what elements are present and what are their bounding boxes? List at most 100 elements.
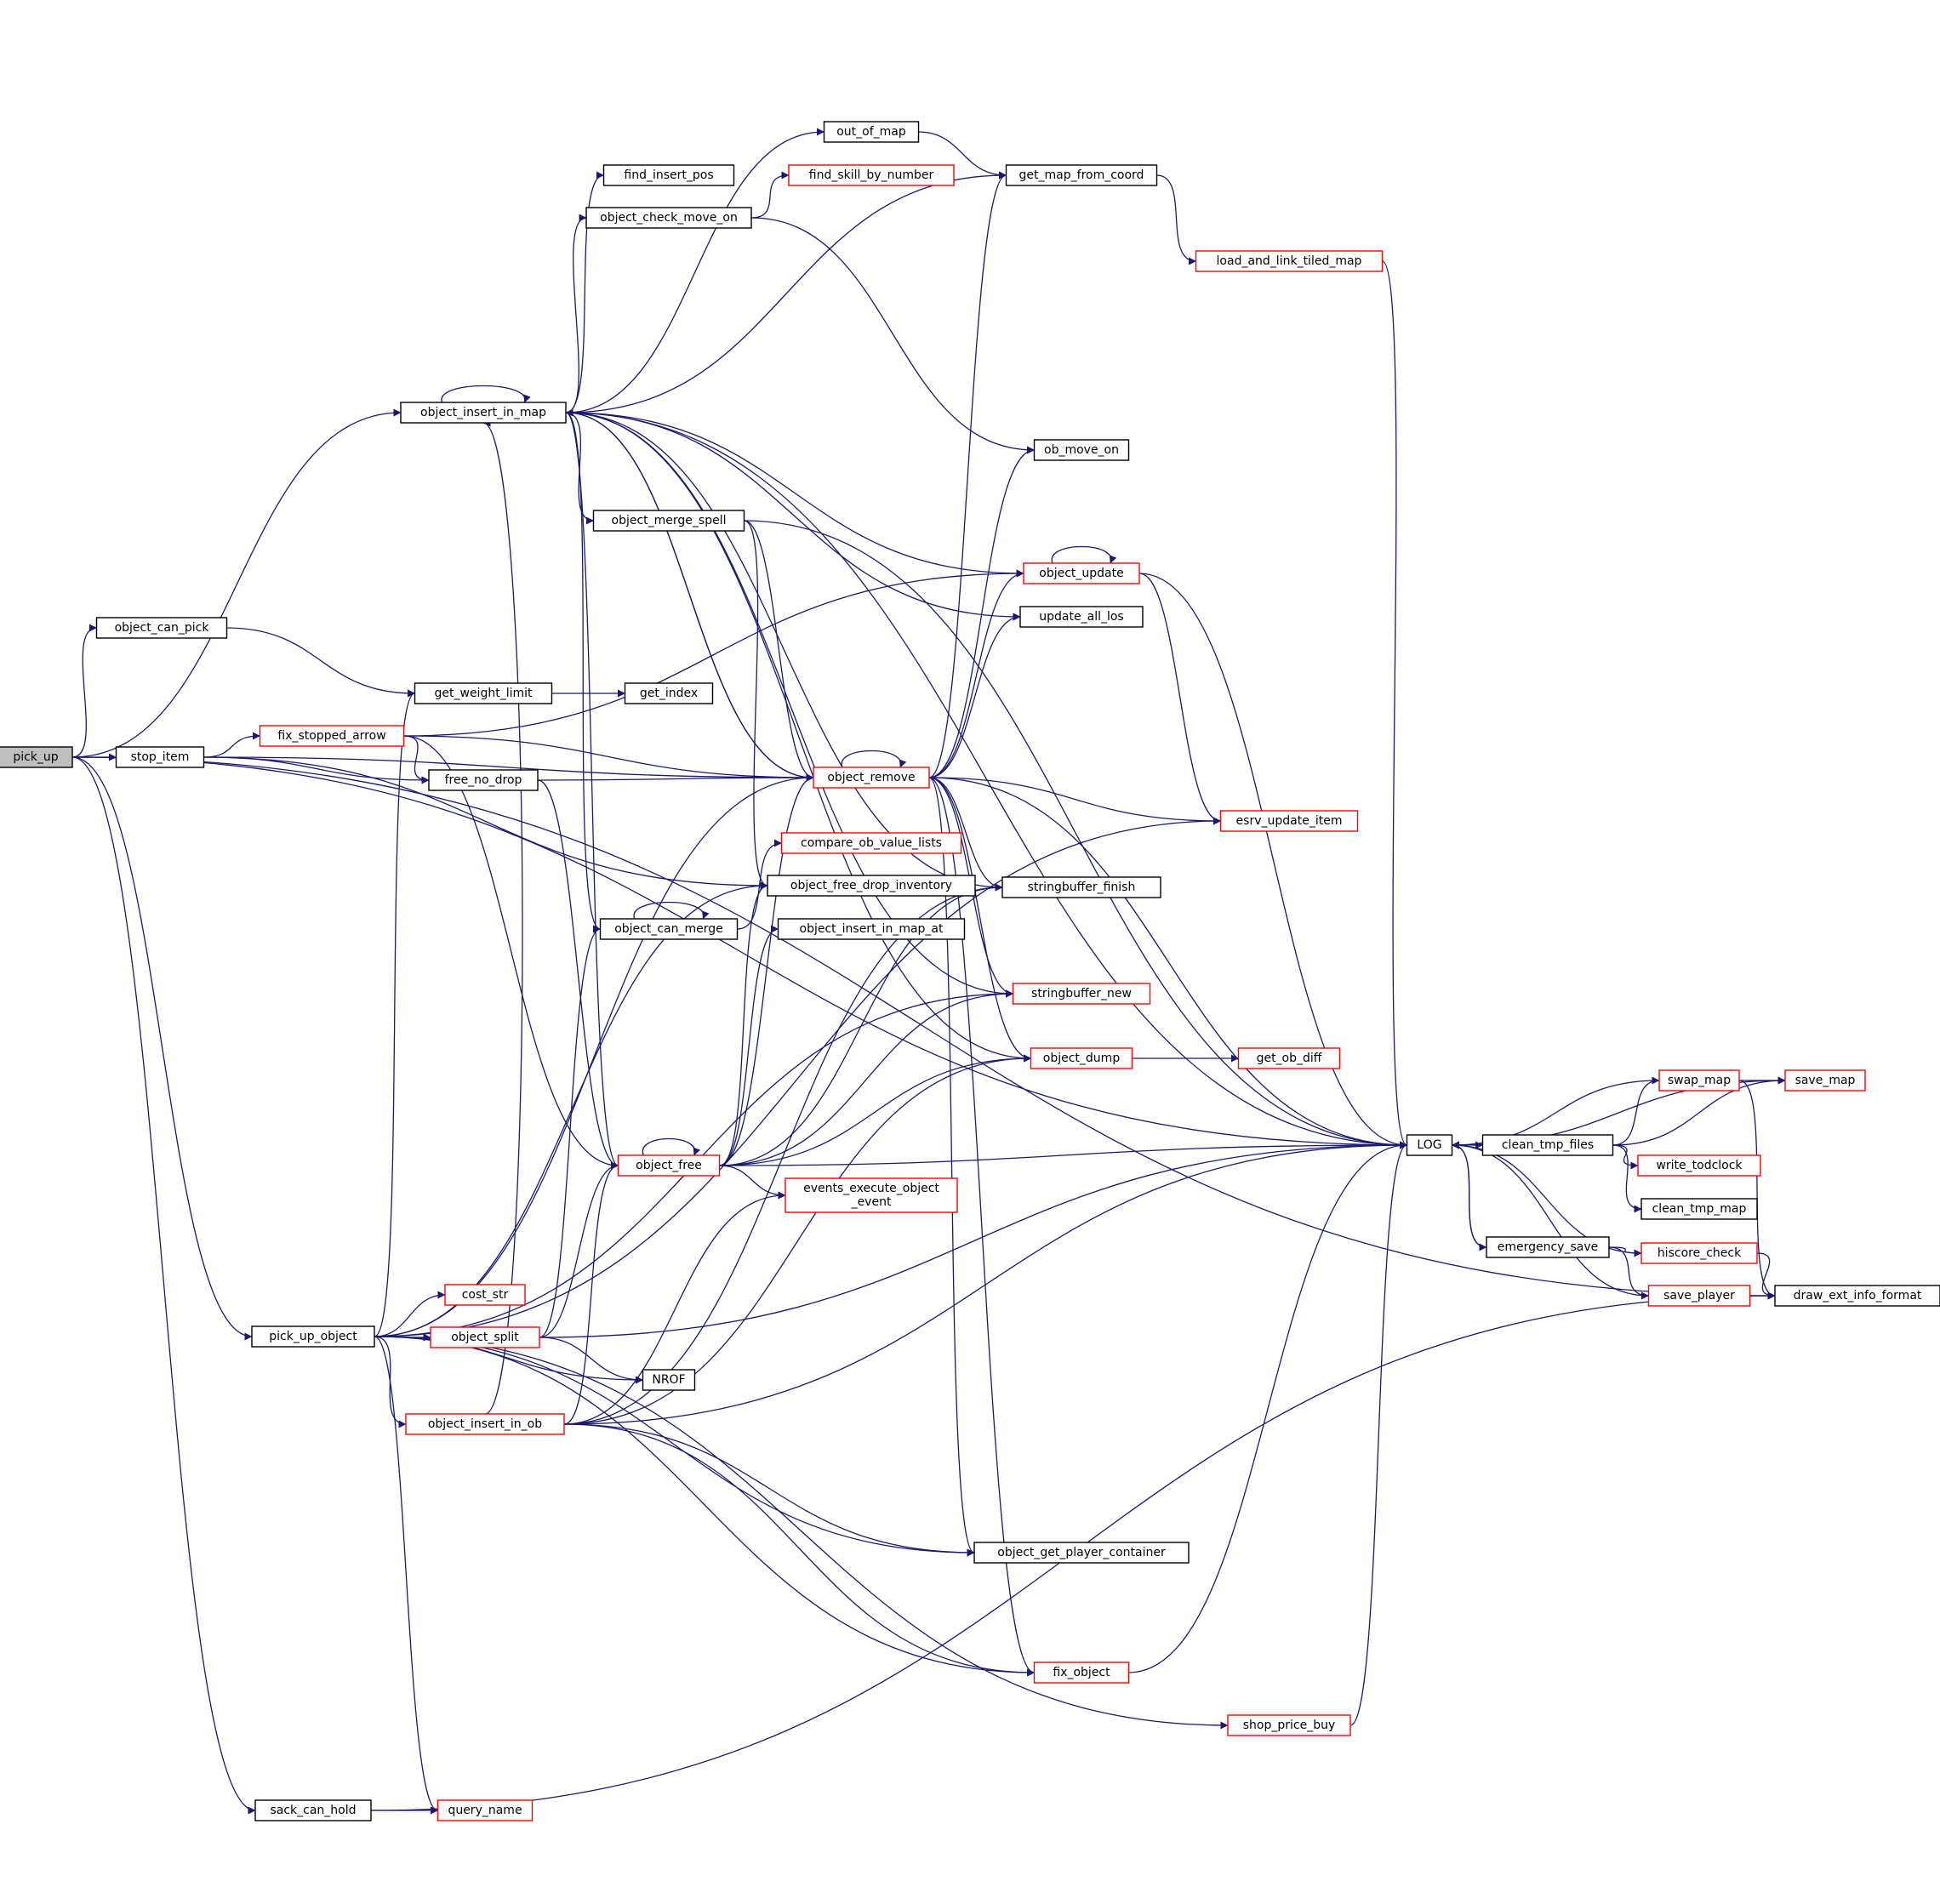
node-free-no-drop[interactable]: free_no_drop bbox=[428, 769, 539, 791]
node-stop-item[interactable]: stop_item bbox=[115, 746, 205, 768]
node-sack-can-hold[interactable]: sack_can_hold bbox=[254, 1799, 372, 1821]
node-object-insert-in-map[interactable]: object_insert_in_map bbox=[400, 402, 567, 424]
node-object-free[interactable]: object_free bbox=[617, 1154, 721, 1177]
node-label: object_insert_in_map_at bbox=[800, 922, 944, 936]
node-draw-ext-info-format[interactable]: draw_ext_info_format bbox=[1774, 1285, 1940, 1307]
node-pick-up-object[interactable]: pick_up_object bbox=[251, 1325, 375, 1348]
node-save-player[interactable]: save_player bbox=[1647, 1285, 1751, 1307]
edge-object-split-to-object-can-merge bbox=[539, 925, 601, 1338]
node-box bbox=[1019, 606, 1144, 628]
edge-object-can-pick-to-get-weight-limit bbox=[226, 627, 415, 698]
node-get-weight-limit[interactable]: get_weight_limit bbox=[414, 682, 553, 704]
node-object-dump[interactable]: object_dump bbox=[1030, 1047, 1133, 1069]
node-label: get_index bbox=[640, 687, 698, 700]
node-write-todclock[interactable]: write_todclock bbox=[1637, 1154, 1761, 1177]
node-label: fix_object bbox=[1053, 1666, 1110, 1679]
node-get-map-from-coord[interactable]: get_map_from_coord bbox=[1005, 164, 1158, 186]
node-box bbox=[642, 1369, 696, 1391]
node-get-ob-diff[interactable]: get_ob_diff bbox=[1237, 1047, 1341, 1069]
node-object-remove[interactable]: object_remove bbox=[813, 767, 930, 789]
edge-object-check-move-on-to-ob-move-on bbox=[750, 217, 1035, 454]
node-label: object_free_drop_inventory bbox=[790, 879, 952, 892]
node-fix-stopped-arrow[interactable]: fix_stopped_arrow bbox=[259, 725, 405, 747]
node-label: object_free bbox=[636, 1159, 702, 1172]
node-pick-up[interactable]: pick_up bbox=[0, 746, 73, 768]
node-box bbox=[254, 1799, 372, 1821]
node-box bbox=[617, 1154, 721, 1177]
node-object-free-drop-inventory[interactable]: object_free_drop_inventory bbox=[767, 875, 976, 897]
edge-object-insert-in-map-to-object-dump bbox=[565, 412, 1031, 1063]
node-emergency-save[interactable]: emergency_save bbox=[1486, 1236, 1610, 1258]
node-box bbox=[1033, 439, 1130, 461]
edge-object-split-to-NROF bbox=[539, 1337, 643, 1384]
edge-object-remove-to-esrv-update-item bbox=[928, 777, 1221, 825]
node-box bbox=[777, 918, 966, 940]
node-box bbox=[1640, 1242, 1758, 1264]
edge-object-insert-in-map-to-stringbuffer-finish bbox=[565, 412, 1003, 892]
node-clean-tmp-files[interactable]: clean_tmp_files bbox=[1481, 1134, 1614, 1156]
edge-object-free-to-object-free-drop-inventory bbox=[719, 881, 768, 1166]
node-box bbox=[1195, 250, 1384, 272]
node-stringbuffer-new[interactable]: stringbuffer_new bbox=[1012, 983, 1151, 1005]
node-object-merge-spell[interactable]: object_merge_spell bbox=[592, 510, 745, 532]
node-label: object_merge_spell bbox=[612, 514, 727, 527]
node-object-get-player-container[interactable]: object_get_player_container bbox=[973, 1542, 1190, 1564]
node-label: clean_tmp_files bbox=[1502, 1138, 1594, 1152]
node-box bbox=[436, 1799, 534, 1821]
node-object-can-merge[interactable]: object_can_merge bbox=[599, 918, 739, 940]
node-save-map[interactable]: save_map bbox=[1784, 1069, 1866, 1092]
edge-pick-up-object-to-fix-object bbox=[374, 1336, 1035, 1677]
node-object-insert-in-map-at[interactable]: object_insert_in_map_at bbox=[777, 918, 966, 940]
node-label: draw_ext_info_format bbox=[1794, 1289, 1922, 1303]
node-fix-object[interactable]: fix_object bbox=[1033, 1662, 1130, 1684]
node-label: save_player bbox=[1663, 1289, 1735, 1303]
edge-object-merge-spell-to-object-free-drop-inventory bbox=[744, 520, 768, 890]
node-NROF[interactable]: NROF bbox=[642, 1369, 696, 1391]
node-swap-map[interactable]: swap_map bbox=[1658, 1069, 1740, 1092]
node-box bbox=[1774, 1285, 1940, 1307]
node-box bbox=[1001, 876, 1161, 898]
edge-object-update-to-object-update bbox=[1051, 545, 1117, 564]
node-object-insert-in-ob[interactable]: object_insert_in_ob bbox=[405, 1413, 565, 1435]
node-update-all-los[interactable]: update_all_los bbox=[1019, 606, 1144, 628]
edge-object-insert-in-map-to-object-insert-in-map bbox=[441, 385, 531, 403]
edge-pick-up-object-to-get-weight-limit bbox=[374, 689, 415, 1337]
node-object-update[interactable]: object_update bbox=[1023, 562, 1140, 584]
node-events-execute-object-event[interactable]: events_execute_object_event bbox=[785, 1177, 958, 1213]
node-box bbox=[585, 207, 752, 229]
node-label: object_insert_in_map bbox=[420, 406, 546, 419]
node-box bbox=[624, 682, 714, 704]
node-box bbox=[1481, 1134, 1614, 1156]
edge-save-player-to-LOG bbox=[1452, 1141, 1649, 1297]
node-clean-tmp-map[interactable]: clean_tmp_map bbox=[1640, 1198, 1758, 1220]
node-label: compare_ob_value_lists bbox=[801, 836, 942, 850]
node-find-skill-by-number[interactable]: find_skill_by_number bbox=[788, 164, 955, 186]
node-box bbox=[767, 875, 976, 897]
node-load-and-link-tiled-map[interactable]: load_and_link_tiled_map bbox=[1195, 250, 1384, 272]
node-hiscore-check[interactable]: hiscore_check bbox=[1640, 1242, 1758, 1264]
edge-pick-up-object-to-query-name bbox=[374, 1336, 438, 1815]
node-ob-move-on[interactable]: ob_move_on bbox=[1033, 439, 1130, 461]
node-box bbox=[1647, 1285, 1751, 1307]
node-object-split[interactable]: object_split bbox=[430, 1326, 540, 1348]
edge-object-merge-spell-to-object-remove bbox=[744, 520, 814, 782]
node-label: sack_can_hold bbox=[270, 1804, 356, 1817]
node-object-can-pick[interactable]: object_can_pick bbox=[95, 617, 228, 639]
edge-clean-tmp-files-to-write-todclock bbox=[1612, 1144, 1639, 1170]
node-object-check-move-on[interactable]: object_check_move_on bbox=[585, 207, 752, 229]
node-find-insert-pos[interactable]: find_insert_pos bbox=[602, 164, 735, 186]
node-box bbox=[1406, 1134, 1453, 1156]
node-LOG[interactable]: LOG bbox=[1406, 1134, 1453, 1156]
node-esrv-update-item[interactable]: esrv_update_item bbox=[1219, 810, 1359, 832]
edge-object-can-merge-to-object-can-merge bbox=[633, 901, 710, 920]
node-stringbuffer-finish[interactable]: stringbuffer_finish bbox=[1001, 876, 1161, 898]
node-out-of-map[interactable]: out_of_map bbox=[823, 121, 920, 143]
node-query-name[interactable]: query_name bbox=[436, 1799, 534, 1821]
node-label: object_split bbox=[451, 1331, 519, 1344]
node-get-index[interactable]: get_index bbox=[624, 682, 714, 704]
node-shop-price-buy[interactable]: shop_price_buy bbox=[1227, 1714, 1351, 1736]
node-compare-ob-value-lists[interactable]: compare_ob_value_lists bbox=[780, 832, 962, 854]
node-label: clean_tmp_map bbox=[1652, 1202, 1747, 1216]
node-cost-str[interactable]: cost_str bbox=[444, 1284, 526, 1306]
node-box bbox=[95, 617, 228, 639]
